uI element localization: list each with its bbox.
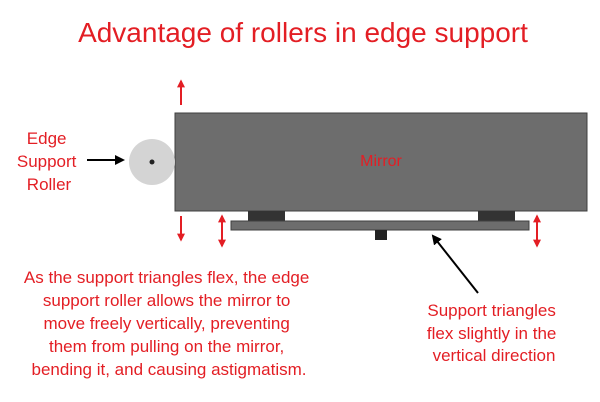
explanation-line: As the support triangles flex, the edge [24,268,309,287]
explanation-line: support roller allows the mirror to [43,291,291,310]
roller-label: Edge Support Roller [17,129,81,194]
roller-label-line: Roller [27,175,72,194]
support-pad-right [478,211,515,222]
support-triangle-bar [230,220,530,231]
support-pad-left [248,211,285,222]
pivot-block [375,230,387,240]
explanation-line: move freely vertically, preventing [43,314,289,333]
page-title: Advantage of rollers in edge support [78,17,528,48]
explanation-line: bending it, and causing astigmatism. [32,360,307,379]
roller-label-line: Edge [27,129,67,148]
explanation-line: them from pulling on the mirror, [49,337,284,356]
triangles-label-line: vertical direction [433,346,556,365]
triangles-label-line: flex slightly in the [427,324,556,343]
mirror-block [174,112,588,212]
triangles-label-line: Support triangles [427,301,556,320]
roller-label-line: Support [17,152,77,171]
explanation-text: As the support triangles flex, the edge … [24,268,314,379]
roller-axle [149,159,155,165]
triangles-pointer-arrow [431,234,479,294]
triangles-label: Support triangles flex slightly in the v… [427,301,561,365]
mirror-label: Mirror [360,153,402,170]
